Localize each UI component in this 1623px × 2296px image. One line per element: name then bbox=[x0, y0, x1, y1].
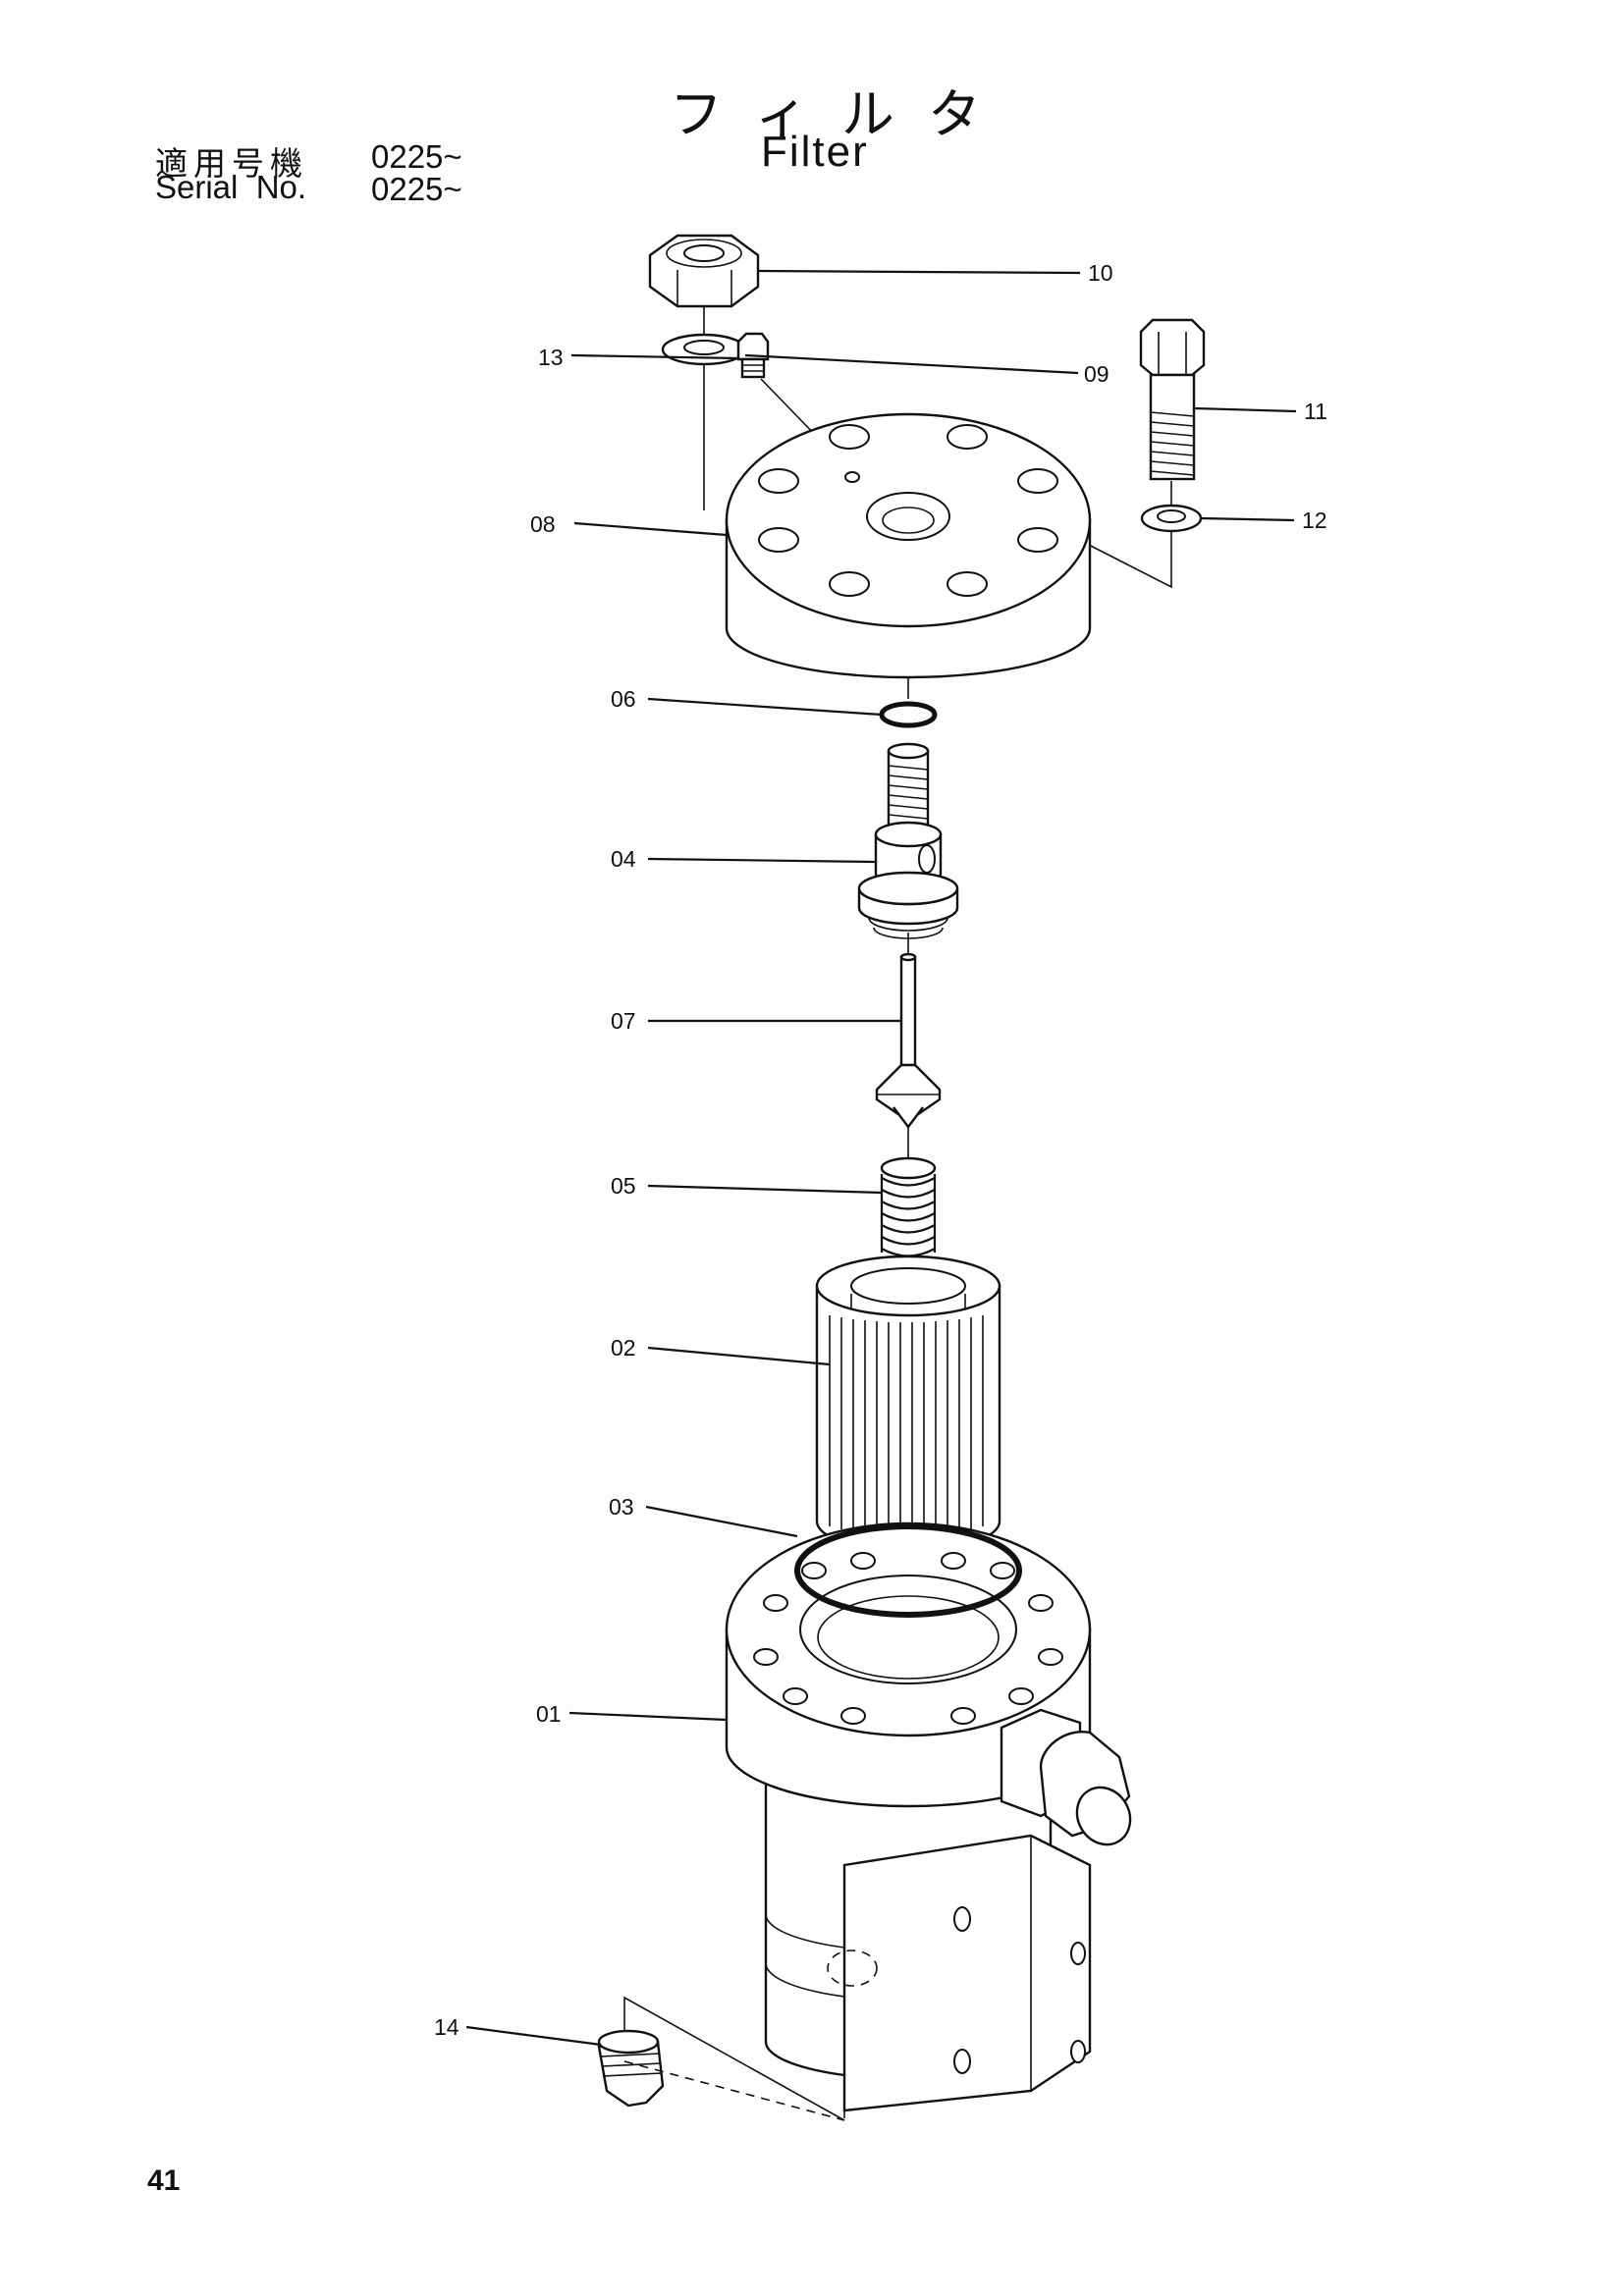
callout-06: 06 bbox=[611, 686, 636, 712]
page-number: 41 bbox=[147, 2164, 181, 2197]
part-13-plug-screw bbox=[736, 332, 770, 379]
leader-lines bbox=[465, 269, 1297, 2047]
part-10-hex-nut bbox=[648, 234, 760, 308]
part-04-valve-seat bbox=[857, 742, 959, 939]
callout-03: 03 bbox=[609, 1494, 634, 1520]
part-01-filter-body bbox=[725, 1522, 1132, 2120]
part-11-bolt bbox=[1139, 318, 1206, 481]
callout-14: 14 bbox=[434, 2014, 460, 2040]
serial-value-english: 0225~ bbox=[371, 171, 462, 207]
part-05-spring bbox=[880, 1156, 937, 1257]
callout-01: 01 bbox=[536, 1701, 562, 1727]
callout-13: 13 bbox=[538, 345, 564, 370]
part-07-poppet bbox=[875, 952, 942, 1129]
callout-12: 12 bbox=[1302, 507, 1327, 533]
callout-04: 04 bbox=[611, 846, 636, 872]
page-title-english: Filter bbox=[761, 128, 869, 176]
serial-label-japanese: 適用号機 bbox=[155, 144, 308, 183]
serial-label-english: Serial No. bbox=[155, 169, 307, 205]
page-title-japanese: フィルタ bbox=[670, 83, 1014, 145]
callout-11: 11 bbox=[1304, 399, 1327, 424]
callout-02: 02 bbox=[611, 1335, 636, 1361]
part-12-spring-washer bbox=[1140, 504, 1203, 533]
serial-value-japanese: 0225~ bbox=[371, 138, 462, 175]
part-06-o-ring bbox=[879, 701, 938, 728]
callout-labels: 10 09 11 12 13 08 06 04 07 05 02 03 01 1… bbox=[434, 260, 1327, 2040]
callout-10: 10 bbox=[1088, 260, 1113, 286]
part-14-drain-plug bbox=[597, 2029, 665, 2108]
callout-07: 07 bbox=[611, 1008, 636, 1034]
part-02-filter-element bbox=[815, 1255, 1001, 1553]
callout-08: 08 bbox=[530, 511, 556, 537]
part-08-cover bbox=[725, 412, 1092, 679]
callout-09: 09 bbox=[1084, 361, 1109, 387]
part-09-washer bbox=[661, 333, 747, 366]
callout-05: 05 bbox=[611, 1173, 636, 1199]
part-03-o-ring bbox=[794, 1523, 1022, 1618]
